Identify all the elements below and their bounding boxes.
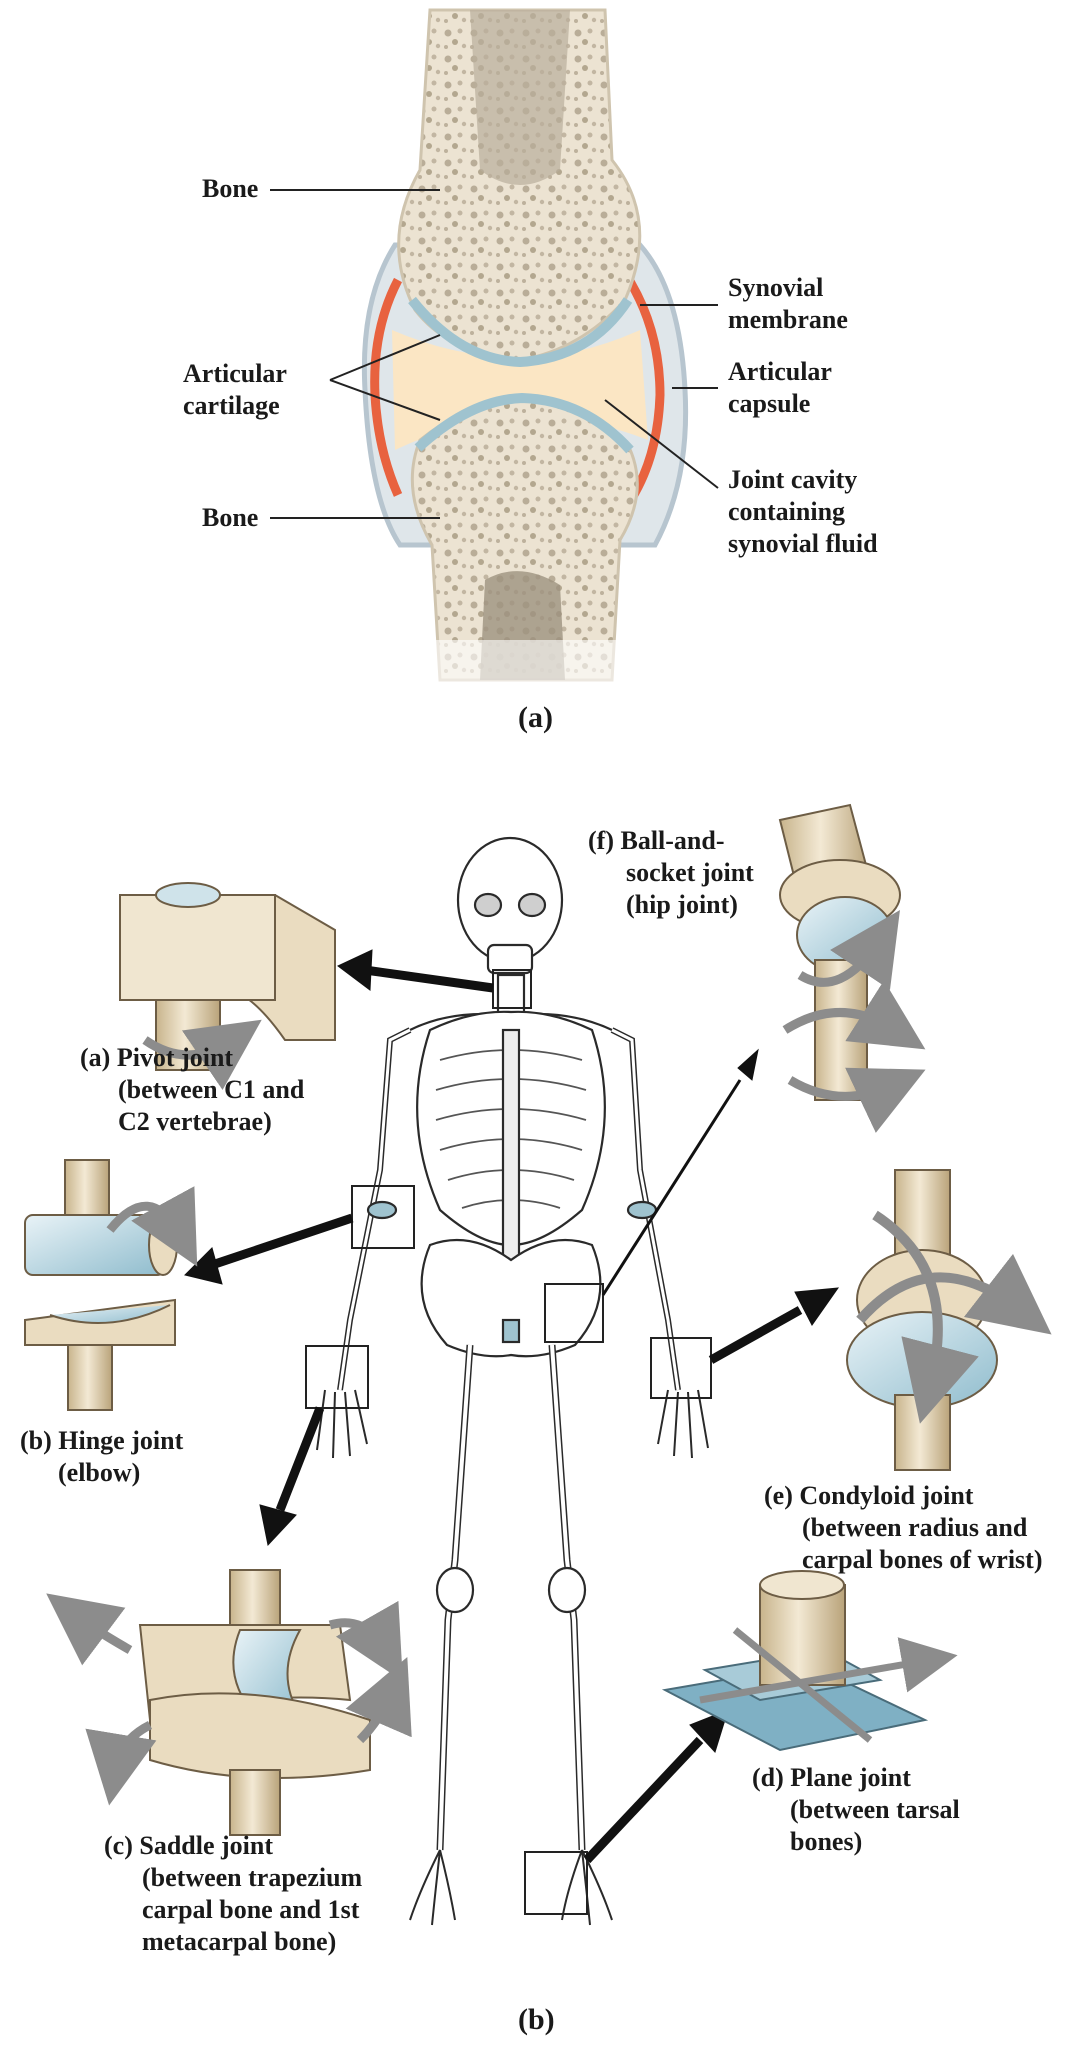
label-joint-cavity: Joint cavity containing synovial fluid xyxy=(728,465,878,558)
plane-joint-model xyxy=(661,1570,958,1752)
label-pivot-joint: (a) Pivot joint (between C1 and C2 verte… xyxy=(80,1043,305,1136)
pivot-joint-model xyxy=(119,882,336,1091)
caption-panel-b: (b) xyxy=(518,2003,555,2036)
saddle-joint-model xyxy=(46,1569,412,1836)
lower-articular-cartilage xyxy=(414,392,634,454)
caption-panel-a: (a) xyxy=(518,701,553,734)
label-bone-bottom: Bone xyxy=(202,503,259,532)
pelvis xyxy=(420,1238,602,1358)
pointer-arrows xyxy=(184,949,840,1864)
skull xyxy=(456,836,564,964)
label-articular-cartilage: Articular cartilage xyxy=(183,359,287,420)
label-saddle-joint: (c) Saddle joint (between trapezium carp… xyxy=(104,1831,363,1956)
upper-articular-cartilage xyxy=(408,296,633,368)
upper-marrow xyxy=(470,10,570,185)
synovial-membrane-right xyxy=(624,275,665,501)
label-hinge-joint: (b) Hinge joint (elbow) xyxy=(20,1426,184,1487)
ball-and-socket-joint-model xyxy=(778,803,926,1133)
skeleton xyxy=(316,836,709,1926)
label-plane-joint: (d) Plane joint (between tarsal bones) xyxy=(752,1763,960,1856)
label-synovial-membrane: Synovial membrane xyxy=(728,273,848,334)
label-bone-top: Bone xyxy=(202,174,259,203)
label-ball-and-socket-joint: (f) Ball-and- socket joint (hip joint) xyxy=(588,826,754,919)
condyloid-joint-model xyxy=(846,1169,1052,1471)
label-articular-capsule: Articular capsule xyxy=(728,357,832,418)
panel-a-joint-illustration xyxy=(361,8,689,690)
callout-boxes xyxy=(305,969,712,1915)
label-condyloid-joint: (e) Condyloid joint (between radius and … xyxy=(764,1481,1043,1574)
panel-a-leader-lines xyxy=(270,189,719,519)
synovial-membrane-left xyxy=(370,277,403,497)
hinge-joint-model xyxy=(24,1159,198,1411)
